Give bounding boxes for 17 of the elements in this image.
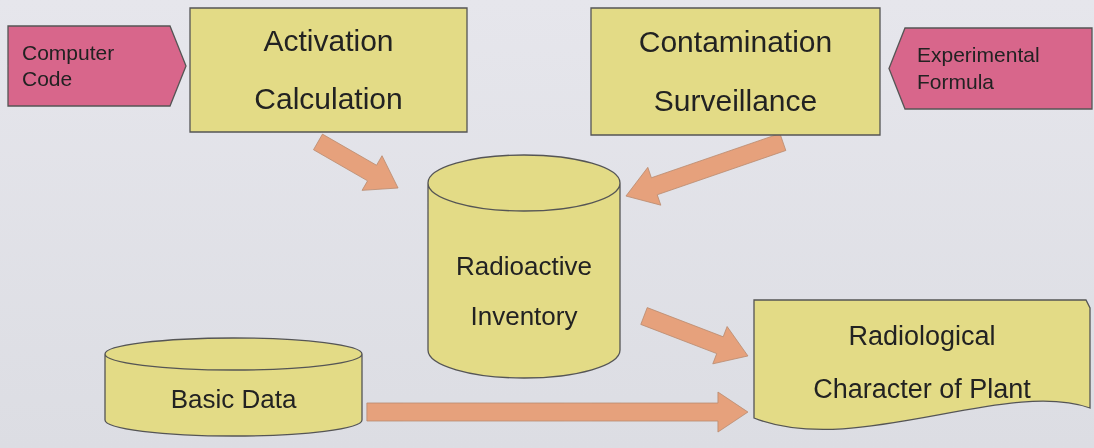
input-pentagon [8, 26, 186, 106]
node-label: Basic Data [170, 383, 297, 417]
database-cylinder [105, 338, 362, 436]
block-arrow [640, 307, 749, 365]
block-arrow [366, 391, 749, 433]
block-arrow [625, 133, 787, 206]
node-label: Computer Code [22, 39, 116, 92]
node-label: Experimental Formula [917, 42, 1041, 95]
node-label: Contamination Surveillance [637, 24, 834, 119]
block-arrow [313, 133, 399, 191]
process-box [591, 8, 880, 135]
node-label: Radiological Character of Plant [812, 320, 1032, 406]
node-label: Radioactive Inventory [455, 250, 593, 333]
input-pentagon [889, 28, 1092, 109]
node-label: Activation Calculation [253, 22, 404, 117]
process-box [190, 8, 467, 132]
database-cylinder [428, 155, 620, 378]
